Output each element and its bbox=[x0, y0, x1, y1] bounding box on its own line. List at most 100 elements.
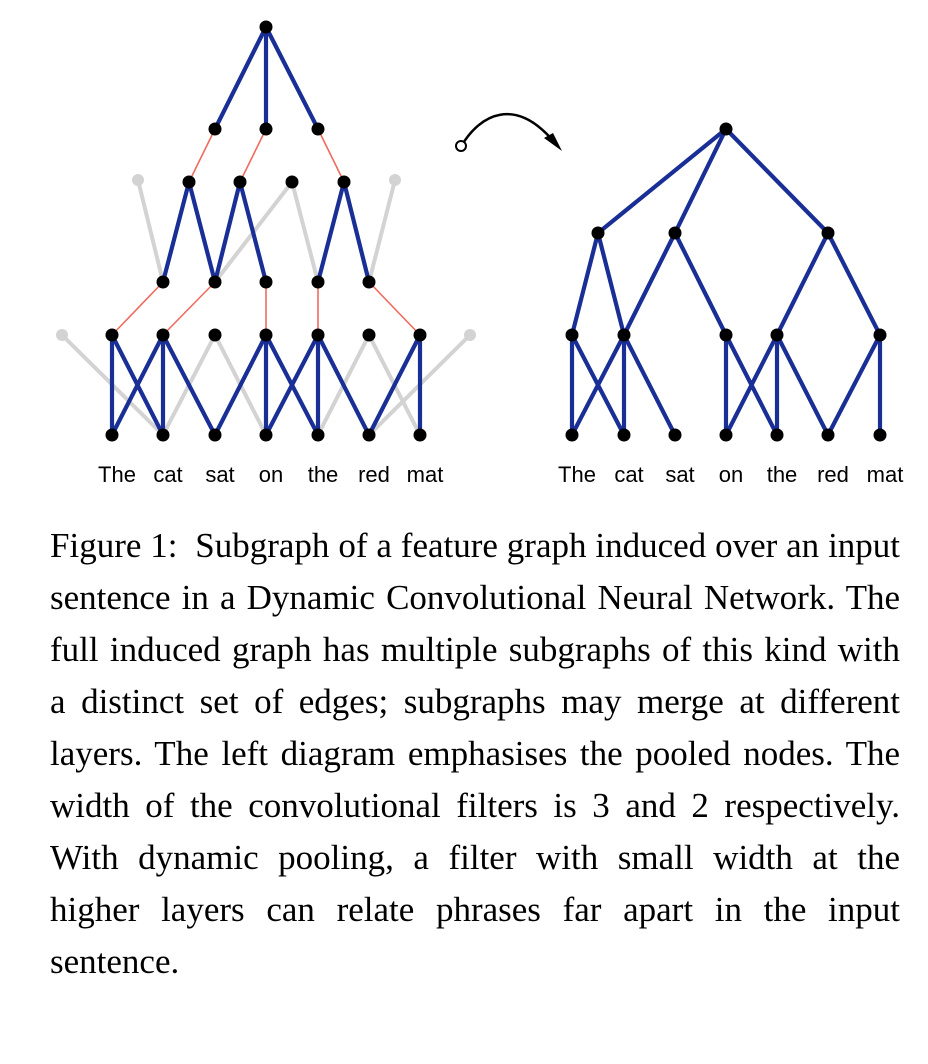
transform-arrow-icon bbox=[455, 112, 562, 152]
feature-node bbox=[285, 175, 299, 189]
sentence-word: mat bbox=[867, 462, 904, 487]
feature-node bbox=[668, 226, 682, 240]
feature-node bbox=[413, 328, 427, 342]
feature-node bbox=[337, 175, 351, 189]
convolution-edge bbox=[315, 332, 372, 438]
convolution-edge bbox=[263, 332, 321, 438]
feature-node bbox=[311, 122, 325, 136]
pooling-edge bbox=[188, 128, 216, 183]
feature-node bbox=[259, 275, 273, 289]
convolution-edge bbox=[186, 179, 218, 285]
pooling-edge bbox=[317, 128, 345, 183]
feature-node bbox=[105, 428, 119, 442]
feature-node bbox=[259, 428, 273, 442]
convolution-edge bbox=[621, 332, 678, 438]
feature-node bbox=[156, 328, 170, 342]
convolution-edge bbox=[212, 24, 269, 132]
feature-node bbox=[770, 428, 784, 442]
feature-node bbox=[233, 175, 247, 189]
feature-node bbox=[311, 328, 325, 342]
feature-node bbox=[873, 428, 887, 442]
convolution-edge bbox=[237, 179, 269, 285]
feature-node bbox=[208, 275, 222, 289]
feature-node bbox=[719, 428, 733, 442]
convolution-edge bbox=[160, 179, 192, 285]
sentence-word: cat bbox=[153, 462, 182, 487]
feature-node bbox=[208, 122, 222, 136]
feature-node bbox=[259, 122, 273, 136]
inactive-node bbox=[464, 329, 476, 341]
feature-node bbox=[182, 175, 196, 189]
convolution-edge bbox=[621, 230, 678, 338]
sentence-word: on bbox=[719, 462, 743, 487]
sentence-word: on bbox=[259, 462, 283, 487]
caption-text: Subgraph of a feature graph induced over… bbox=[50, 526, 901, 981]
feature-node bbox=[821, 226, 835, 240]
convolution-edge bbox=[672, 230, 729, 338]
convolution-edge bbox=[569, 230, 601, 338]
feature-node bbox=[617, 328, 631, 342]
convolution-edge bbox=[341, 179, 372, 285]
feature-node bbox=[719, 328, 733, 342]
pooling-edge bbox=[162, 281, 216, 336]
feature-node bbox=[591, 226, 605, 240]
sentence-word: sat bbox=[665, 462, 694, 487]
feature-node bbox=[770, 328, 784, 342]
convolution-edge bbox=[774, 230, 831, 338]
inactive-node bbox=[389, 174, 401, 186]
feature-node bbox=[617, 428, 631, 442]
sentence-word: the bbox=[767, 462, 798, 487]
feature-node bbox=[208, 328, 222, 342]
feature-node bbox=[362, 428, 376, 442]
convolution-edge bbox=[315, 179, 347, 285]
convolution-edge bbox=[774, 332, 831, 438]
convolution-edge bbox=[825, 332, 883, 438]
pooling-edge bbox=[111, 281, 164, 336]
sentence-word: The bbox=[98, 462, 136, 487]
inactive-edge bbox=[136, 178, 165, 284]
feature-node bbox=[156, 275, 170, 289]
feature-node bbox=[668, 428, 682, 442]
sentence-word: The bbox=[558, 462, 596, 487]
convolution-edge bbox=[825, 230, 883, 338]
convolution-edge bbox=[263, 24, 321, 132]
sentence-word: red bbox=[817, 462, 849, 487]
feature-node bbox=[208, 428, 222, 442]
sentence-word: mat bbox=[407, 462, 444, 487]
inactive-node bbox=[132, 174, 144, 186]
convolution-edge bbox=[212, 332, 269, 438]
feature-node bbox=[565, 328, 579, 342]
caption-label: Figure 1: bbox=[50, 526, 178, 565]
inactive-node bbox=[56, 329, 68, 341]
feature-node bbox=[259, 328, 273, 342]
convolution-edge bbox=[212, 179, 243, 285]
inactive-edge bbox=[290, 180, 320, 284]
convolution-edge bbox=[672, 126, 729, 236]
feature-node bbox=[362, 328, 376, 342]
convolution-edge bbox=[723, 332, 780, 438]
convolution-edge bbox=[723, 126, 831, 236]
feature-node bbox=[311, 275, 325, 289]
feature-node bbox=[413, 428, 427, 442]
feature-node bbox=[156, 428, 170, 442]
convolution-edge bbox=[109, 332, 166, 438]
feature-node bbox=[105, 328, 119, 342]
convolution-edge bbox=[595, 126, 729, 236]
sentence-word: cat bbox=[614, 462, 643, 487]
sentence-word: sat bbox=[205, 462, 234, 487]
figure-caption: Figure 1: Subgraph of a feature graph in… bbox=[50, 520, 900, 988]
feature-node bbox=[311, 428, 325, 442]
feature-node bbox=[362, 275, 376, 289]
convolution-edge bbox=[160, 332, 218, 438]
sentence-word: red bbox=[358, 462, 390, 487]
convolution-edge bbox=[569, 332, 627, 438]
feature-node bbox=[565, 428, 579, 442]
feature-node bbox=[821, 428, 835, 442]
convolution-edge bbox=[366, 332, 423, 438]
feature-node bbox=[259, 20, 273, 34]
pooling-edge bbox=[368, 281, 421, 336]
sentence-word: the bbox=[308, 462, 339, 487]
feature-node bbox=[719, 122, 733, 136]
